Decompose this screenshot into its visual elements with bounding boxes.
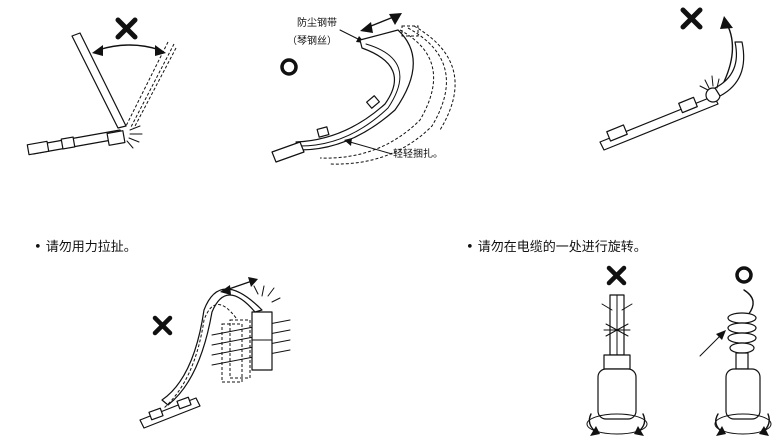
label-piano-wire: （琴钢丝） [287, 36, 337, 47]
o-mark-icon [280, 58, 298, 76]
x-mark-icon [680, 7, 703, 30]
x-mark-icon [152, 315, 173, 336]
bullet-no-twist: • 请勿在电缆的一处进行旋转。 [466, 240, 647, 255]
o-mark-icon [735, 266, 753, 284]
x-mark-icon [606, 265, 627, 286]
bullet-no-pull: • 请勿用力拉扯。 [34, 240, 137, 255]
label-tie-lightly: 轻轻捆扎。 [393, 149, 443, 160]
x-mark-icon [115, 17, 138, 40]
label-dust-band: 防尘钢带 [297, 18, 337, 29]
